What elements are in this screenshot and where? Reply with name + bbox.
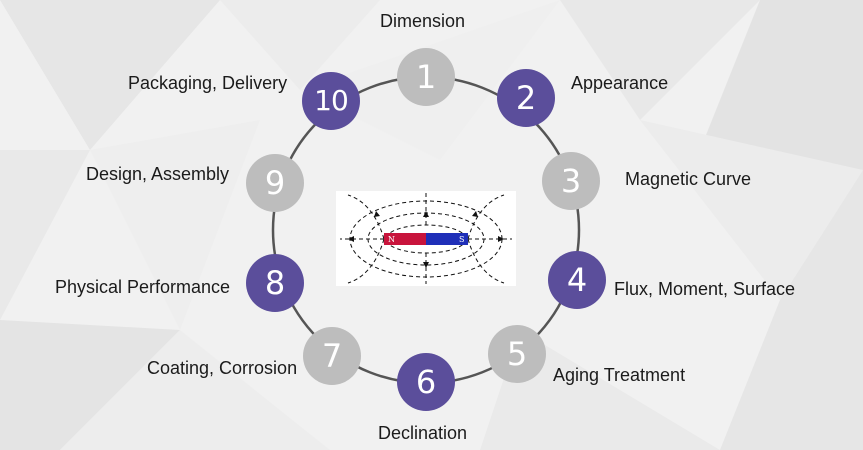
step-1-node: 1 — [397, 48, 455, 106]
north-pole-label: N — [388, 235, 395, 244]
step-number: 2 — [515, 79, 537, 117]
south-pole-label: S — [459, 235, 464, 244]
step-10-node: 10 — [302, 72, 360, 130]
step-9-label: Design, Assembly — [86, 164, 230, 184]
step-2-label: Appearance — [571, 73, 669, 93]
step-7-label: Coating, Corrosion — [147, 358, 298, 378]
bar-magnet-field-lines-icon: N S — [336, 191, 516, 286]
step-number: 7 — [321, 337, 343, 375]
step-number: 1 — [415, 58, 437, 96]
step-5-label: Aging Treatment — [553, 365, 686, 385]
step-number: 5 — [506, 335, 528, 373]
step-number: 4 — [566, 261, 588, 299]
step-7-node: 7 — [303, 327, 361, 385]
step-number: 6 — [415, 363, 437, 401]
step-2-node: 2 — [497, 69, 555, 127]
step-number: 10 — [314, 84, 349, 117]
step-8-node: 8 — [246, 254, 304, 312]
step-6-label: Declination — [378, 423, 468, 443]
step-3-label: Magnetic Curve — [625, 169, 752, 189]
step-number: 9 — [264, 164, 286, 202]
step-number: 3 — [560, 162, 582, 200]
step-8-label: Physical Performance — [55, 277, 231, 297]
step-4-node: 4 — [548, 251, 606, 309]
step-6-node: 6 — [397, 353, 455, 411]
step-5-node: 5 — [488, 325, 546, 383]
step-number: 8 — [264, 264, 286, 302]
step-4-label: Flux, Moment, Surface — [614, 279, 796, 299]
step-10-label: Packaging, Delivery — [128, 73, 288, 93]
step-1-label: Dimension — [380, 11, 466, 31]
step-9-node: 9 — [246, 154, 304, 212]
step-3-node: 3 — [542, 152, 600, 210]
